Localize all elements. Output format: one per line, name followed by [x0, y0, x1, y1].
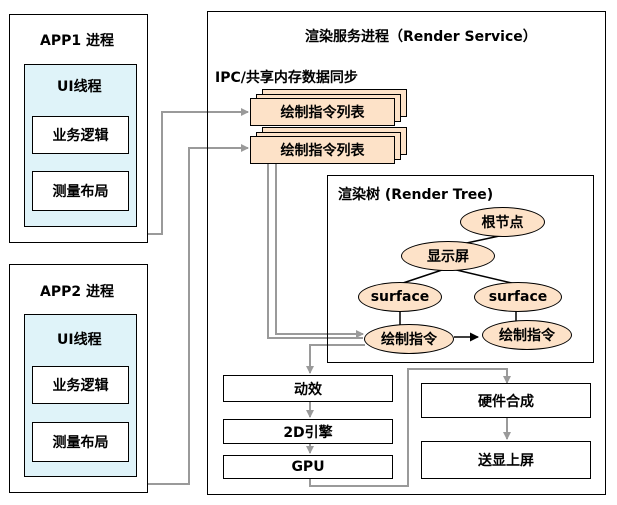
tree-display-node: 显示屏 — [401, 241, 495, 271]
tree-draw-cmd-right: 绘制指令 — [482, 320, 572, 350]
drawlist2-to-drawcmd-arrow — [275, 160, 364, 338]
render-tree-title: 渲染树 (Render Tree) — [338, 187, 494, 203]
drawlist1-to-drawcmd-line — [267, 160, 363, 339]
render-service-title: 渲染服务进程（Render Service） — [305, 29, 537, 45]
tree-surface-left: surface — [358, 282, 442, 312]
pipeline-gpu: GPU — [223, 455, 393, 479]
pipeline-animation: 动效 — [223, 375, 393, 402]
render-service-process — [207, 11, 606, 495]
app2-ui-thread-label: UI线程 — [57, 332, 102, 348]
pipeline-2d-engine: 2D引擎 — [223, 419, 393, 444]
draw-list-2: 绘制指令列表 — [250, 136, 395, 164]
app1-ui-thread-label: UI线程 — [57, 79, 102, 95]
draw-list-1: 绘制指令列表 — [250, 98, 395, 126]
app2-measure-layout: 测量布局 — [32, 422, 129, 462]
app1-measure-layout: 测量布局 — [32, 171, 129, 211]
pipeline-send-to-display: 送显上屏 — [421, 441, 591, 479]
gpu-to-hwcompose-arrow — [309, 368, 511, 487]
render-tree — [327, 175, 594, 363]
app1-business-logic: 业务逻辑 — [32, 116, 129, 154]
drawcmd-to-animation-arrow — [306, 344, 365, 374]
ipc-label: IPC/共享内存数据同步 — [215, 70, 358, 86]
tree-edge-display-surface-right — [447, 267, 517, 285]
app2-business-logic: 业务逻辑 — [32, 366, 129, 404]
app1-title: APP1 进程 — [40, 33, 114, 49]
tree-draw-cmd-left: 绘制指令 — [364, 324, 454, 354]
tree-surface-right: surface — [474, 282, 562, 312]
pipeline-hardware-compose: 硬件合成 — [421, 383, 591, 418]
tree-root-node: 根节点 — [460, 207, 545, 237]
app2-title: APP2 进程 — [40, 284, 114, 300]
